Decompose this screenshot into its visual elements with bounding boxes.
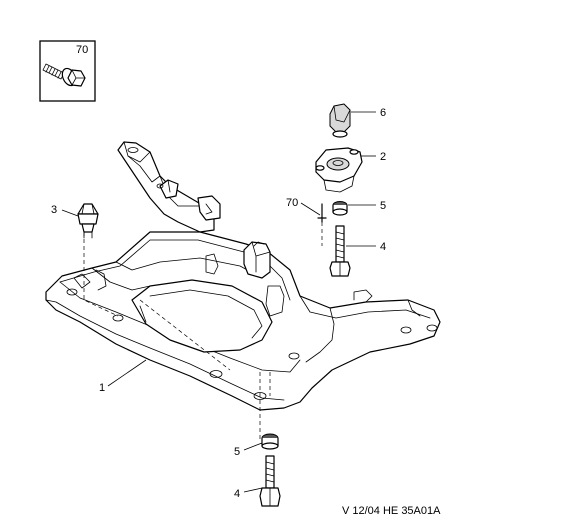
- bolt-part-4-bottom: [259, 455, 281, 507]
- flange-bolt-icon: [42, 63, 86, 87]
- mount-plate-part-2: [315, 147, 363, 193]
- inset-part-70: 70: [39, 40, 96, 102]
- stud-part-3: [77, 203, 99, 239]
- callout-6: 6: [380, 107, 386, 119]
- callout-5-top: 5: [380, 200, 386, 212]
- callout-70: 70: [286, 197, 298, 209]
- callout-4-bottom: 4: [234, 488, 240, 500]
- washer-part-5-top: [332, 201, 348, 216]
- callout-3: 3: [51, 204, 57, 216]
- rubber-stop-part-6: [329, 103, 351, 138]
- washer-part-5-bottom: [261, 433, 279, 450]
- bolt-part-4-top: [329, 225, 351, 277]
- callout-4-top: 4: [380, 241, 386, 253]
- leader-lines: [61, 111, 376, 493]
- callout-2: 2: [380, 151, 386, 163]
- front-subframe: [45, 141, 441, 440]
- callout-5-bottom: 5: [234, 446, 240, 458]
- drawing-reference: V 12/04 HE 35A01A: [342, 505, 441, 514]
- small-pin-part-70: [317, 203, 327, 223]
- callout-1: 1: [99, 382, 105, 394]
- inset-label: 70: [76, 44, 88, 56]
